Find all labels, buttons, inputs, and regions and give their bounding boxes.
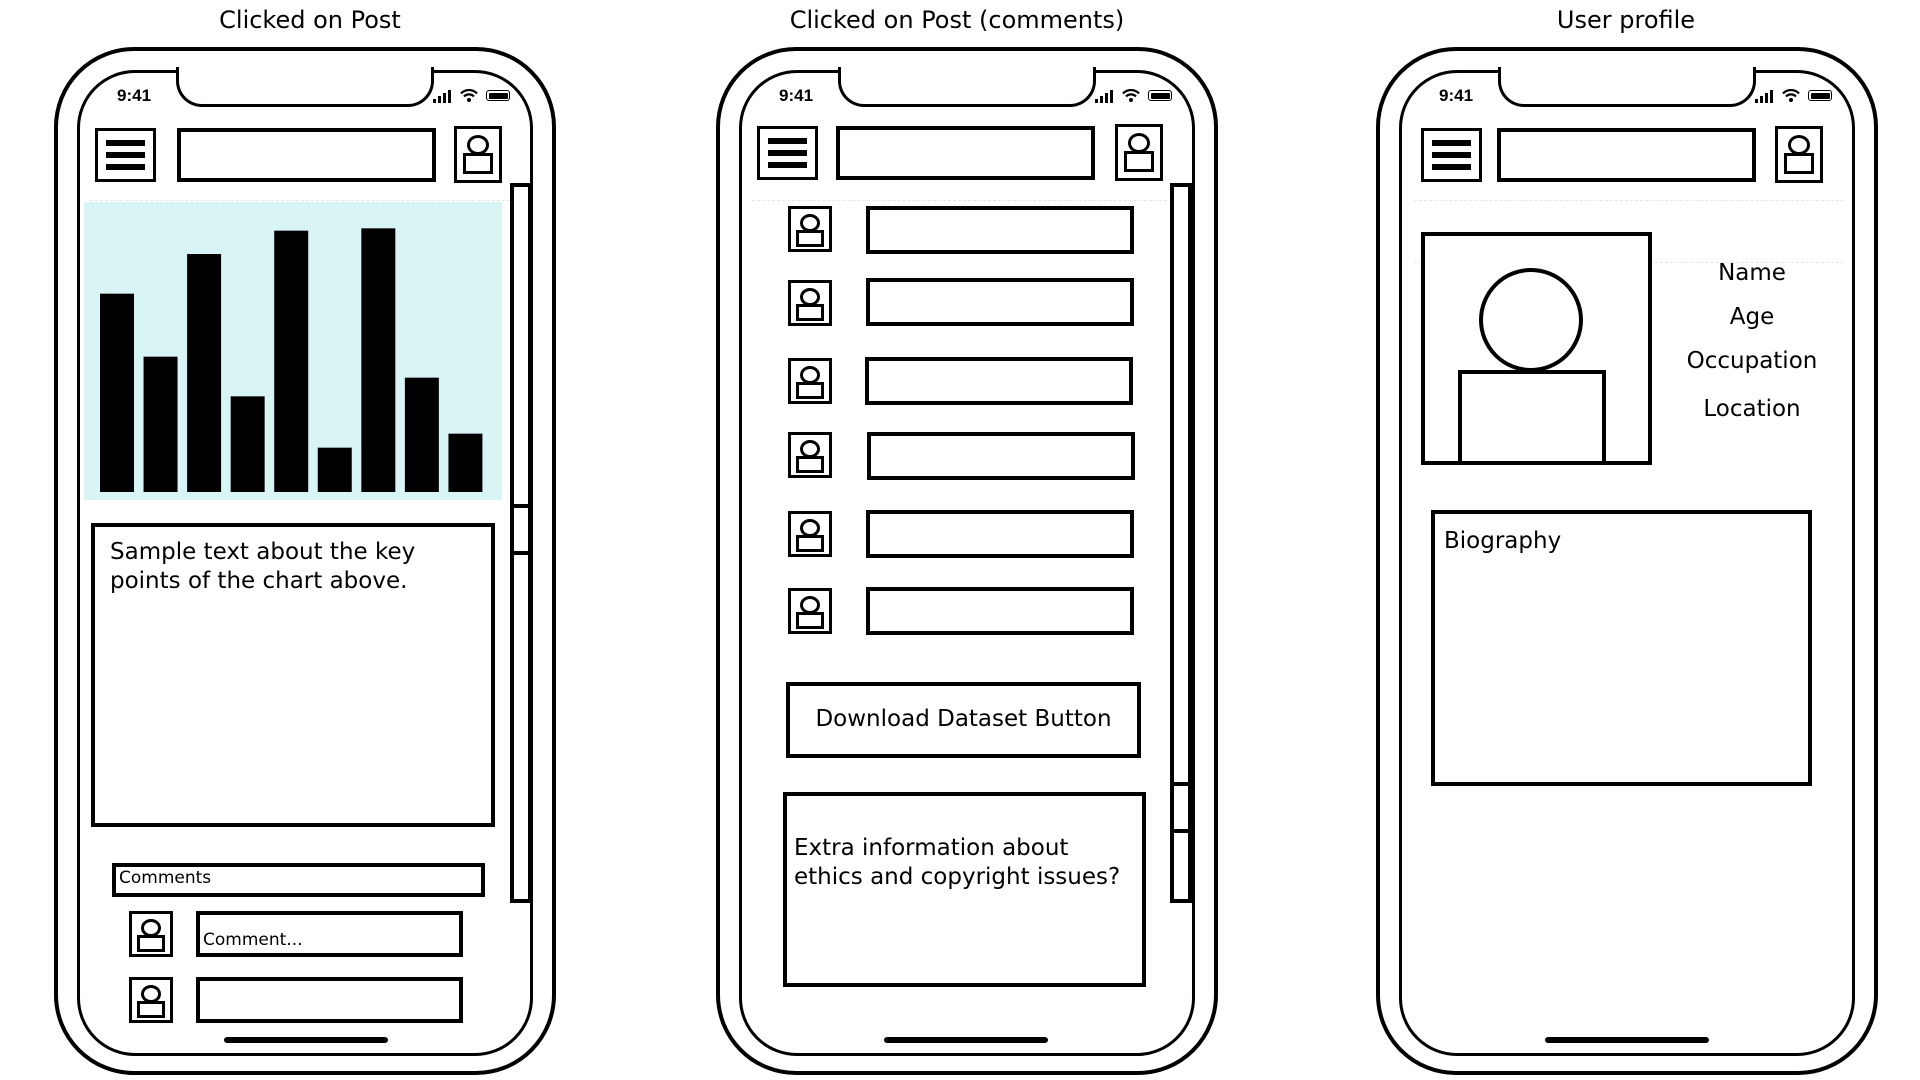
biography-box: [1431, 510, 1812, 786]
post-text: Sample text about the key points of the …: [110, 539, 416, 594]
profile-head-shape: [1479, 268, 1583, 372]
user-avatar-icon[interactable]: [1775, 126, 1823, 183]
content-guideline: [752, 200, 1182, 201]
signal-icon: [1095, 90, 1113, 103]
home-indicator[interactable]: [224, 1037, 388, 1043]
signal-icon: [433, 90, 451, 103]
phone-notch: [838, 67, 1096, 107]
chart-bar: [230, 396, 265, 492]
comment-box: [866, 206, 1134, 254]
comment-avatar-icon: [788, 588, 832, 634]
field-name: Name: [1718, 260, 1786, 286]
chart-bar: [143, 356, 178, 492]
hamburger-menu-icon[interactable]: [757, 126, 818, 180]
battery-icon: [1148, 90, 1172, 101]
download-dataset-button[interactable]: [786, 682, 1141, 758]
status-time: 9:41: [779, 86, 814, 105]
comment-avatar-icon: [788, 206, 832, 252]
comment-avatar-icon: [788, 358, 832, 404]
post-text-box: [91, 523, 495, 827]
comment-box: [196, 977, 463, 1023]
scrollbar-thumb[interactable]: [1170, 782, 1192, 833]
wifi-icon: [1782, 89, 1800, 102]
comment-box: [867, 432, 1135, 480]
extra-info-text: Extra information about ethics and copyr…: [794, 835, 1121, 890]
field-age: Age: [1729, 304, 1775, 330]
comment-avatar-icon: [788, 432, 832, 478]
comment-avatar-icon: [788, 280, 832, 326]
battery-icon: [1808, 90, 1832, 101]
comment-avatar-icon: [788, 511, 832, 557]
user-avatar-icon[interactable]: [1115, 124, 1163, 181]
comments-label: Comments: [119, 868, 212, 888]
chart-bar: [404, 377, 439, 492]
comment-box: [866, 278, 1134, 326]
screen-1-title: Clicked on Post: [219, 6, 401, 34]
phone-notch: [176, 67, 434, 107]
comment-input[interactable]: [196, 911, 463, 957]
home-indicator[interactable]: [884, 1037, 1048, 1043]
profile-body-shape: [1458, 370, 1606, 465]
battery-icon: [486, 90, 510, 101]
hamburger-menu-icon[interactable]: [95, 128, 156, 182]
home-indicator[interactable]: [1545, 1037, 1709, 1043]
chart-bar: [361, 228, 396, 493]
comment-box: [866, 587, 1134, 635]
user-avatar-icon[interactable]: [454, 126, 502, 183]
chart-bar: [448, 433, 483, 492]
status-time: 9:41: [1439, 86, 1474, 105]
scrollbar-thumb[interactable]: [510, 504, 532, 555]
screen-3-title: User profile: [1556, 6, 1696, 34]
extra-info-box: [783, 792, 1146, 987]
content-guideline: [90, 200, 520, 201]
field-occupation: Occupation: [1686, 348, 1818, 374]
chart-bar: [187, 254, 222, 492]
field-location: Location: [1703, 396, 1801, 422]
hamburger-menu-icon[interactable]: [1421, 128, 1482, 182]
comment-placeholder: Comment...: [203, 930, 303, 950]
search-bar[interactable]: [1497, 128, 1756, 182]
signal-icon: [1755, 90, 1773, 103]
screen-2-title: Clicked on Post (comments): [789, 6, 1125, 34]
wifi-icon: [460, 89, 478, 102]
comment-box: [866, 510, 1134, 558]
biography-label: Biography: [1444, 528, 1562, 554]
bar-chart: [100, 228, 483, 493]
search-bar[interactable]: [177, 128, 436, 182]
chart-bar: [100, 293, 134, 492]
comment-avatar-icon: [129, 911, 173, 957]
phone-notch: [1498, 67, 1756, 107]
comment-box: [865, 357, 1133, 405]
chart-bar: [317, 447, 352, 492]
scrollbar-track[interactable]: [1170, 183, 1192, 903]
comment-avatar-icon: [129, 977, 173, 1023]
chart-bar: [274, 230, 309, 492]
search-bar[interactable]: [836, 126, 1095, 180]
content-guideline: [1414, 200, 1844, 201]
wifi-icon: [1122, 89, 1140, 102]
comments-header: [112, 863, 485, 897]
status-time: 9:41: [117, 86, 152, 105]
download-dataset-label: Download Dataset Button: [815, 706, 1112, 732]
